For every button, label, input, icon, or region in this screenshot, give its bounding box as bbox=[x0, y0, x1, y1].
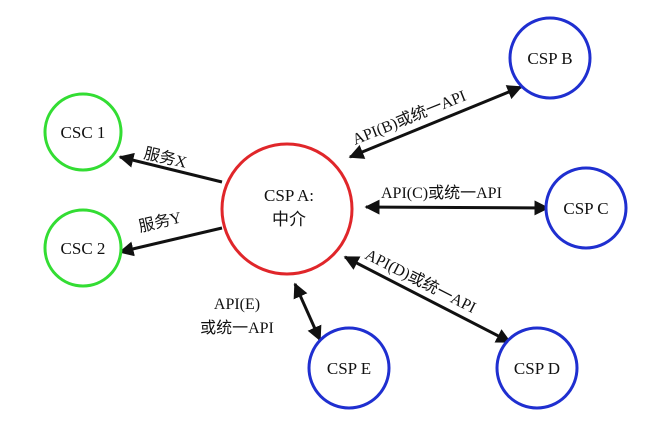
edge-service-x bbox=[118, 152, 223, 184]
provider-node-csp-b bbox=[508, 16, 592, 100]
csp-e-label: CSP E bbox=[327, 359, 371, 378]
edge-service-y bbox=[118, 226, 223, 257]
csp-d-label: CSP D bbox=[514, 359, 560, 378]
edge-api-b bbox=[348, 85, 523, 159]
edge-api-e bbox=[293, 282, 322, 342]
provider-node-csp-e bbox=[307, 326, 391, 410]
csc-2-label: CSC 2 bbox=[61, 239, 106, 258]
provider-node-csp-c bbox=[544, 166, 628, 250]
hub-label-line1: CSP A: bbox=[264, 186, 314, 205]
edge-api-c bbox=[364, 199, 550, 216]
edge-label-api-c: API(C)或统一API bbox=[381, 184, 502, 202]
csc-1-label: CSC 1 bbox=[61, 123, 106, 142]
edge-label-api-e-line1: API(E) bbox=[214, 296, 260, 313]
edge-label-api-b: API(B)或统一API bbox=[350, 87, 469, 149]
consumer-node-csc-1 bbox=[43, 92, 123, 172]
hub-label-line2: 中介 bbox=[272, 210, 306, 229]
edge-label-api-e-line2: 或统一API bbox=[200, 319, 274, 337]
provider-node-csp-d bbox=[495, 326, 579, 410]
csp-b-label: CSP B bbox=[527, 49, 572, 68]
hub-node-csp-a bbox=[220, 142, 354, 276]
edge-label-service-y: 服务Y bbox=[137, 208, 184, 235]
consumer-node-csc-2 bbox=[43, 208, 123, 288]
csp-c-label: CSP C bbox=[563, 199, 608, 218]
edge-label-api-d: API(D)或统一API bbox=[362, 246, 479, 317]
edge-api-d bbox=[343, 255, 512, 344]
